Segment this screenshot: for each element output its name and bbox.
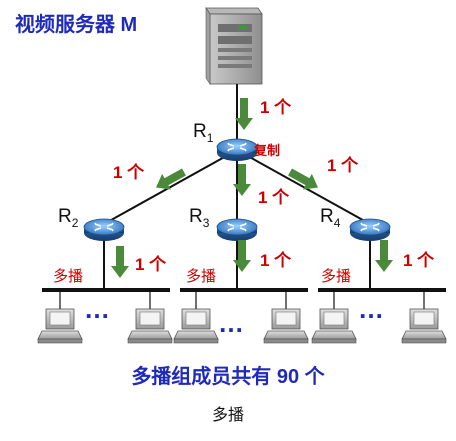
arrow-r1-r3-icon bbox=[233, 164, 251, 196]
copy-label: 复制 bbox=[253, 143, 280, 158]
lan-label-2: 多播 bbox=[186, 268, 216, 285]
router-r4-label: R4 bbox=[320, 206, 341, 230]
hosts-ellipsis-1: … bbox=[84, 294, 110, 324]
flow-label-r1-r3: 1 个 bbox=[258, 187, 290, 207]
lan-buses bbox=[42, 288, 446, 310]
lan-label-3: 多播 bbox=[321, 268, 351, 285]
flow-label-r1-r4: 1 个 bbox=[327, 155, 359, 175]
server-title: 视频服务器 M bbox=[15, 12, 137, 36]
router-r1-icon bbox=[216, 138, 258, 162]
host-pc-icon bbox=[401, 308, 447, 344]
host-pc-icon bbox=[37, 308, 83, 344]
arrow-r3-lan-icon bbox=[233, 240, 251, 272]
hosts-ellipsis-2: … bbox=[218, 308, 244, 338]
router-r1-label: R1 bbox=[193, 121, 214, 145]
flow-label-r3-lan: 1 个 bbox=[260, 250, 292, 270]
arrow-r2-lan-icon bbox=[111, 246, 129, 278]
arrow-r4-lan-icon bbox=[375, 240, 393, 272]
server-icon bbox=[205, 7, 263, 85]
flow-label-r4-lan: 1 个 bbox=[403, 250, 435, 270]
router-r2-label: R2 bbox=[58, 206, 79, 230]
flow-label-r2-lan: 1 个 bbox=[135, 254, 167, 274]
router-r2-icon bbox=[83, 218, 125, 242]
host-pc-icon bbox=[263, 308, 309, 344]
figure-caption: 多播 bbox=[212, 406, 244, 424]
flow-label-r1-r2: 1 个 bbox=[113, 162, 145, 182]
router-r3-label: R3 bbox=[189, 206, 210, 230]
router-r4-icon bbox=[349, 218, 391, 242]
host-pc-icon bbox=[173, 308, 219, 344]
lan-label-1: 多播 bbox=[53, 268, 83, 285]
group-caption: 多播组成员共有 90 个 bbox=[131, 364, 325, 388]
hosts-ellipsis-3: … bbox=[358, 294, 384, 324]
host-pc-icon bbox=[127, 308, 173, 344]
host-pc-icon bbox=[311, 308, 357, 344]
flow-label-server-r1: 1 个 bbox=[260, 97, 292, 117]
router-r3-icon bbox=[216, 218, 258, 242]
